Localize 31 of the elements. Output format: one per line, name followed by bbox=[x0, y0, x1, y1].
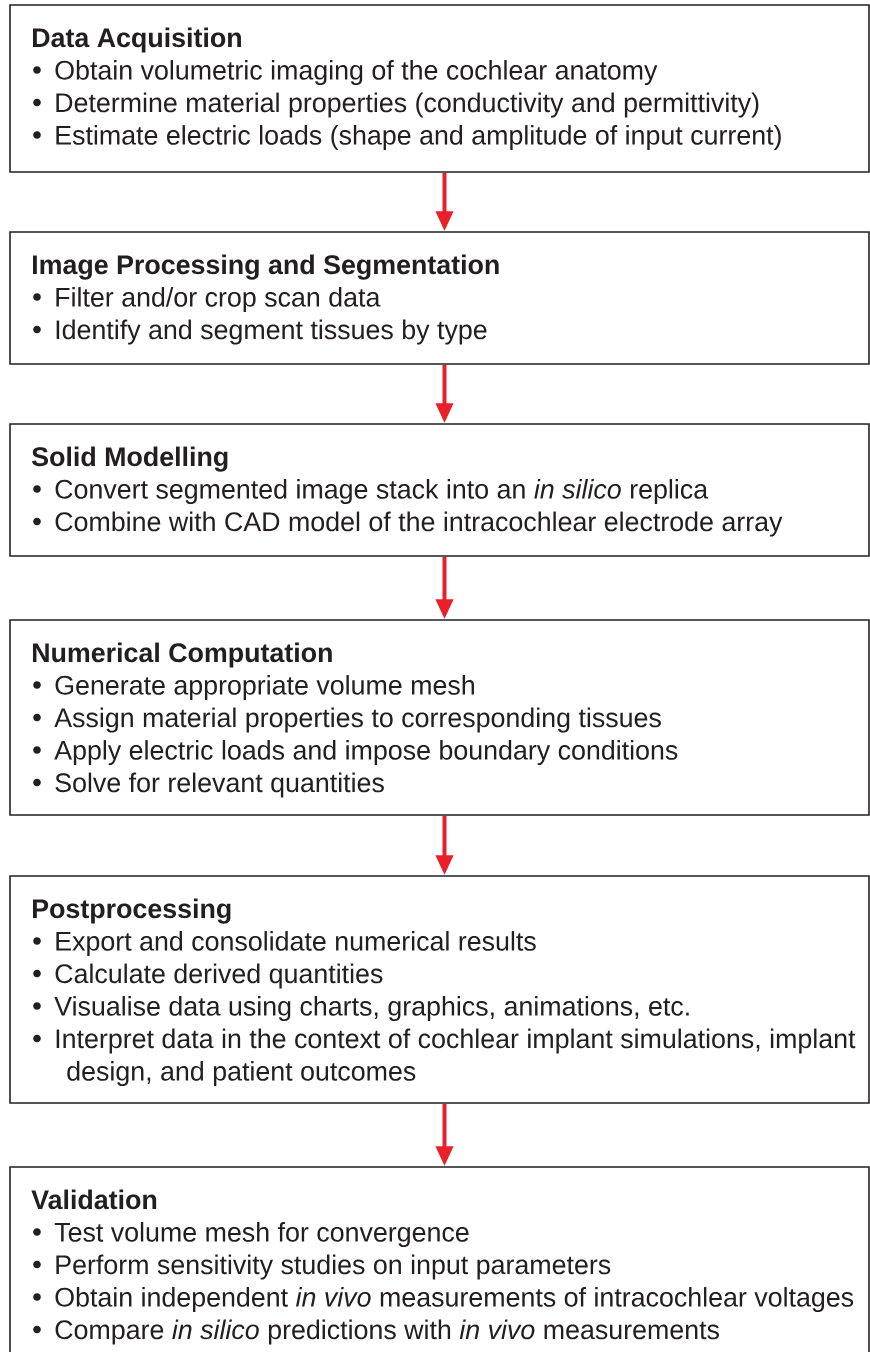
bullet-item: Calculate derived quantities bbox=[33, 963, 383, 989]
bullet-item: Apply electric loads and impose boundary conditions bbox=[33, 740, 678, 766]
box-heading: Solid Modelling bbox=[31, 446, 228, 472]
process-box bbox=[9, 875, 870, 1104]
box-heading: Data Acquisition bbox=[33, 27, 241, 53]
bullet-item: Estimate electric loads (shape and amplitude of input current) bbox=[33, 125, 781, 151]
bullet-item: Interpret data in the context of cochlear implant simulations, implant design, and patient outcomes bbox=[33, 1028, 856, 1087]
bullet-item: Combine with CAD model of the intracochlear electrode array bbox=[33, 511, 783, 537]
box-heading: Numerical Computation bbox=[33, 642, 332, 668]
process-box bbox=[9, 1166, 870, 1352]
bullet-item: Export and consolidate numerical results bbox=[33, 931, 536, 957]
box-heading: Postprocessing bbox=[33, 898, 231, 924]
bullet-item: Filter and/or crop scan data bbox=[33, 287, 381, 313]
bullet-item: Obtain volumetric imaging of the cochlear anatomy bbox=[33, 60, 658, 86]
bullet-item: Solve for relevant quantities bbox=[33, 772, 384, 798]
bullet-item: Obtain independent in vivo measurements of intracochlear voltages bbox=[33, 1287, 854, 1313]
process-box bbox=[9, 619, 870, 816]
box-heading: Image Processing and Segmentation bbox=[33, 254, 499, 280]
process-box bbox=[9, 423, 870, 557]
process-box bbox=[9, 231, 870, 365]
bullet-item: Determine material properties (conductivity and permittivity) bbox=[33, 92, 759, 118]
bullet-item: Perform sensitivity studies on input parameters bbox=[33, 1254, 611, 1280]
bullet-item: Generate appropriate volume mesh bbox=[33, 675, 474, 701]
bullet-item: Compare in silico predictions with in vivo measurements bbox=[33, 1319, 719, 1345]
bullet-item: Test volume mesh for convergence bbox=[33, 1222, 469, 1248]
bullet-item: Visualise data using charts, graphics, animations, etc. bbox=[33, 996, 689, 1022]
process-box bbox=[9, 4, 870, 173]
box-heading: Validation bbox=[31, 1189, 157, 1210]
bullet-item: Convert segmented image stack into an in silico replica bbox=[33, 479, 709, 505]
bullet-item: Identify and segment tissues by type bbox=[33, 319, 487, 345]
bullet-item: Assign material properties to corresponding tissues bbox=[33, 707, 661, 733]
